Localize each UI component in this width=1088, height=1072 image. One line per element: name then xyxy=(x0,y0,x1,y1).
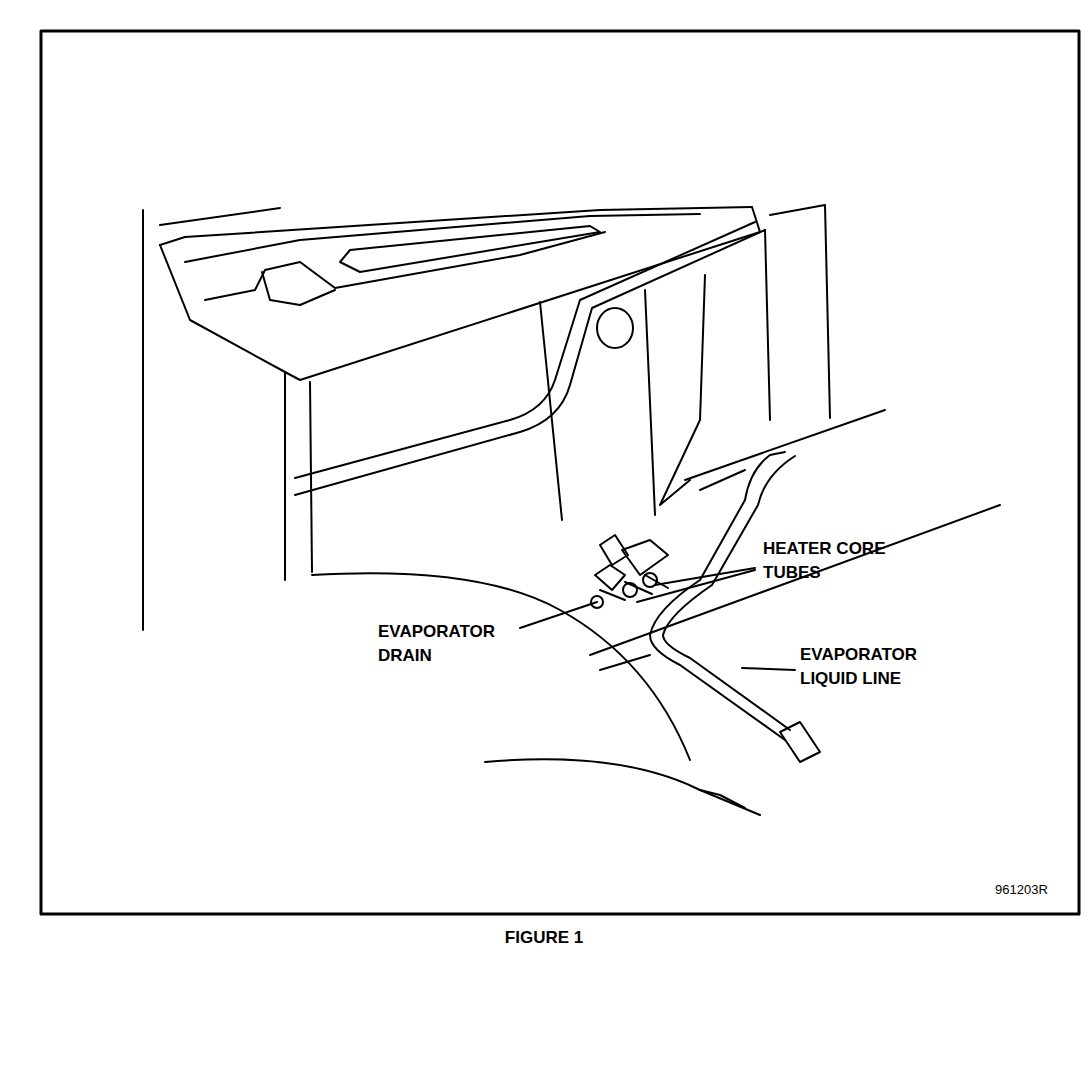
dash-slot xyxy=(340,226,600,272)
panel-edge xyxy=(660,275,705,505)
panel-edge xyxy=(540,302,562,520)
body-edge xyxy=(770,205,830,418)
access-hole xyxy=(597,308,633,348)
panel-edge xyxy=(765,230,770,420)
liquid-line xyxy=(663,456,795,730)
callout-label: HEATER CORE TUBES xyxy=(763,537,903,585)
wheel-arch xyxy=(312,573,690,760)
glovebox-edge xyxy=(295,222,755,478)
leader-line xyxy=(637,570,755,602)
body-edge xyxy=(160,208,280,225)
leader-line xyxy=(520,602,597,628)
figure-code: 961203R xyxy=(995,878,1075,902)
dash-vent xyxy=(205,232,605,300)
frame-border xyxy=(41,31,1079,914)
body-edge xyxy=(142,210,144,630)
panel-edge xyxy=(310,382,312,572)
body-edge xyxy=(600,655,650,670)
body-edge xyxy=(700,470,745,490)
callout-label: EVAPORATOR LIQUID LINE xyxy=(800,643,930,691)
mount-plate xyxy=(595,565,625,590)
dash-vent xyxy=(262,272,335,305)
wheel-arch xyxy=(485,759,760,815)
heater-tube xyxy=(623,583,637,597)
tube-fitting xyxy=(622,540,668,575)
dash-front xyxy=(160,207,760,380)
figure-caption: FIGURE 1 xyxy=(0,926,1088,950)
wheel-arch xyxy=(700,790,745,808)
leader-line xyxy=(655,568,755,585)
callout-label: EVAPORATOR DRAIN xyxy=(378,620,508,668)
panel-edge xyxy=(284,372,286,580)
glovebox-edge xyxy=(295,230,765,495)
body-edge xyxy=(685,410,885,480)
dash-edge xyxy=(185,214,700,262)
line-fitting xyxy=(780,722,820,762)
drain-tube xyxy=(600,590,625,600)
leader-line xyxy=(742,668,795,670)
panel-edge xyxy=(645,290,655,515)
liquid-line xyxy=(650,452,785,740)
